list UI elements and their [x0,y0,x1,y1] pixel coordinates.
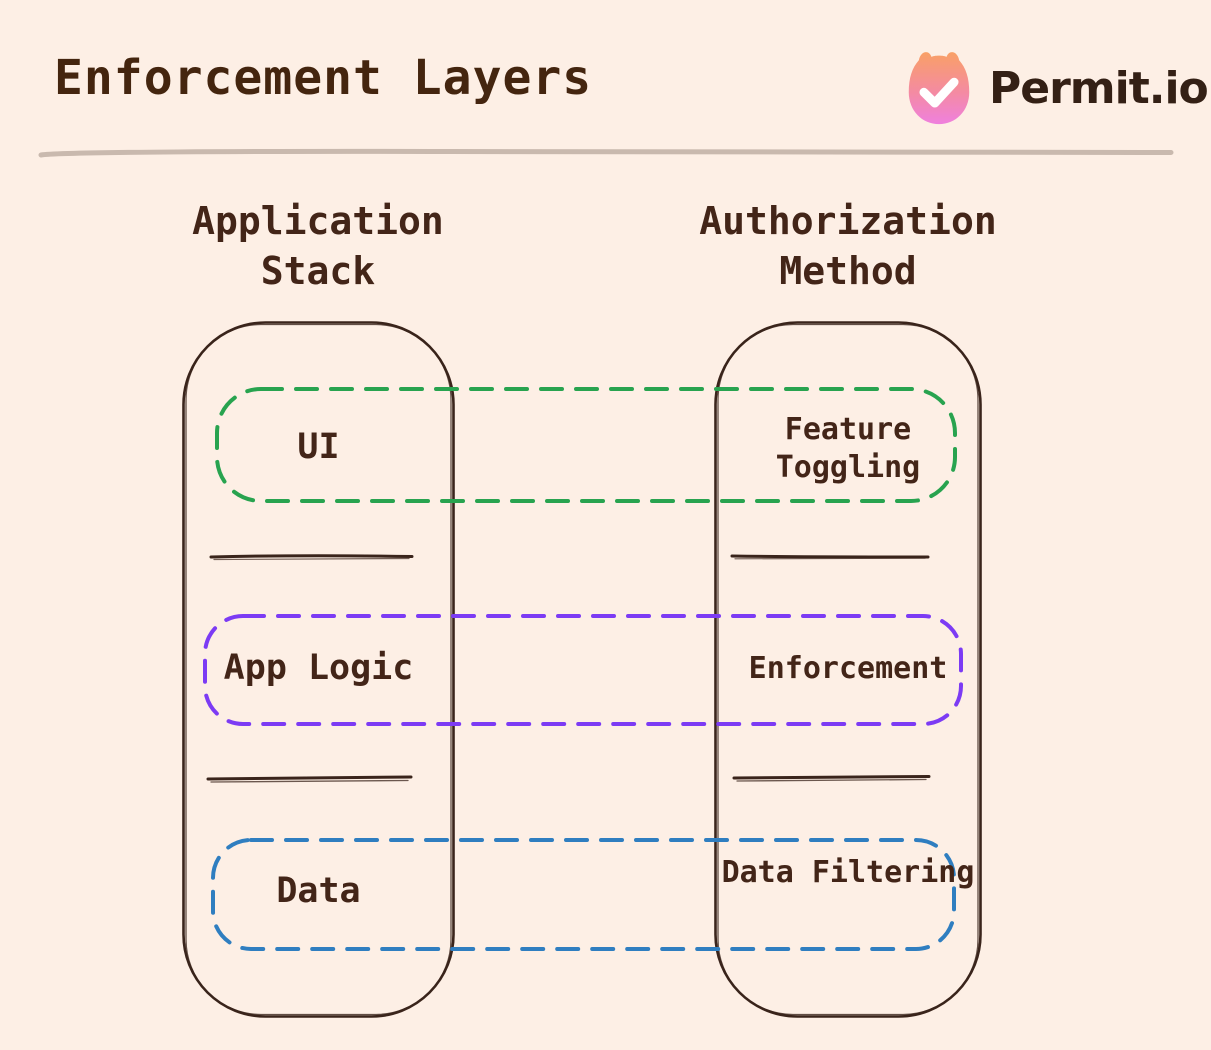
data-data-filtering-connector [211,838,956,951]
cat-head-shape [908,52,970,125]
column-header-application-stack: Application Stack [192,199,444,293]
application-stack-container [182,321,455,1018]
checkmark-icon [919,77,959,108]
data-filtering-label: Data Filtering [721,855,975,890]
divider-stack-2-echo [210,779,409,783]
authorization-method-container [714,321,982,1018]
divider-method-1-echo [734,557,926,560]
authorization-method-container-echo [717,323,979,1016]
divider-method-1 [730,554,930,559]
page-title: Enforcement Layers [54,50,593,106]
feature-toggling-label: Feature Toggling [775,412,921,485]
permit-logo: Permit.io [897,45,1209,131]
application-stack-container-echo [185,323,452,1016]
divider-stack-1-echo [213,557,410,561]
app-logic-label: App Logic [223,648,414,688]
app-logic-enforcement-connector [203,614,963,726]
permit-wordmark: Permit.io [989,62,1209,114]
data-label: Data [276,871,361,911]
enforcement-label: Enforcement [748,651,948,686]
title-underline [38,148,1174,158]
permit-cat-icon [908,52,970,125]
ui-feature-toggling-connector [215,387,957,503]
divider-stack-2 [206,775,413,781]
ui-label: UI [297,427,340,467]
divider-method-2-echo [736,778,927,782]
column-header-authorization-method: Authorization Method [699,199,997,293]
divider-stack-1 [209,554,414,559]
divider-method-2 [732,775,931,780]
